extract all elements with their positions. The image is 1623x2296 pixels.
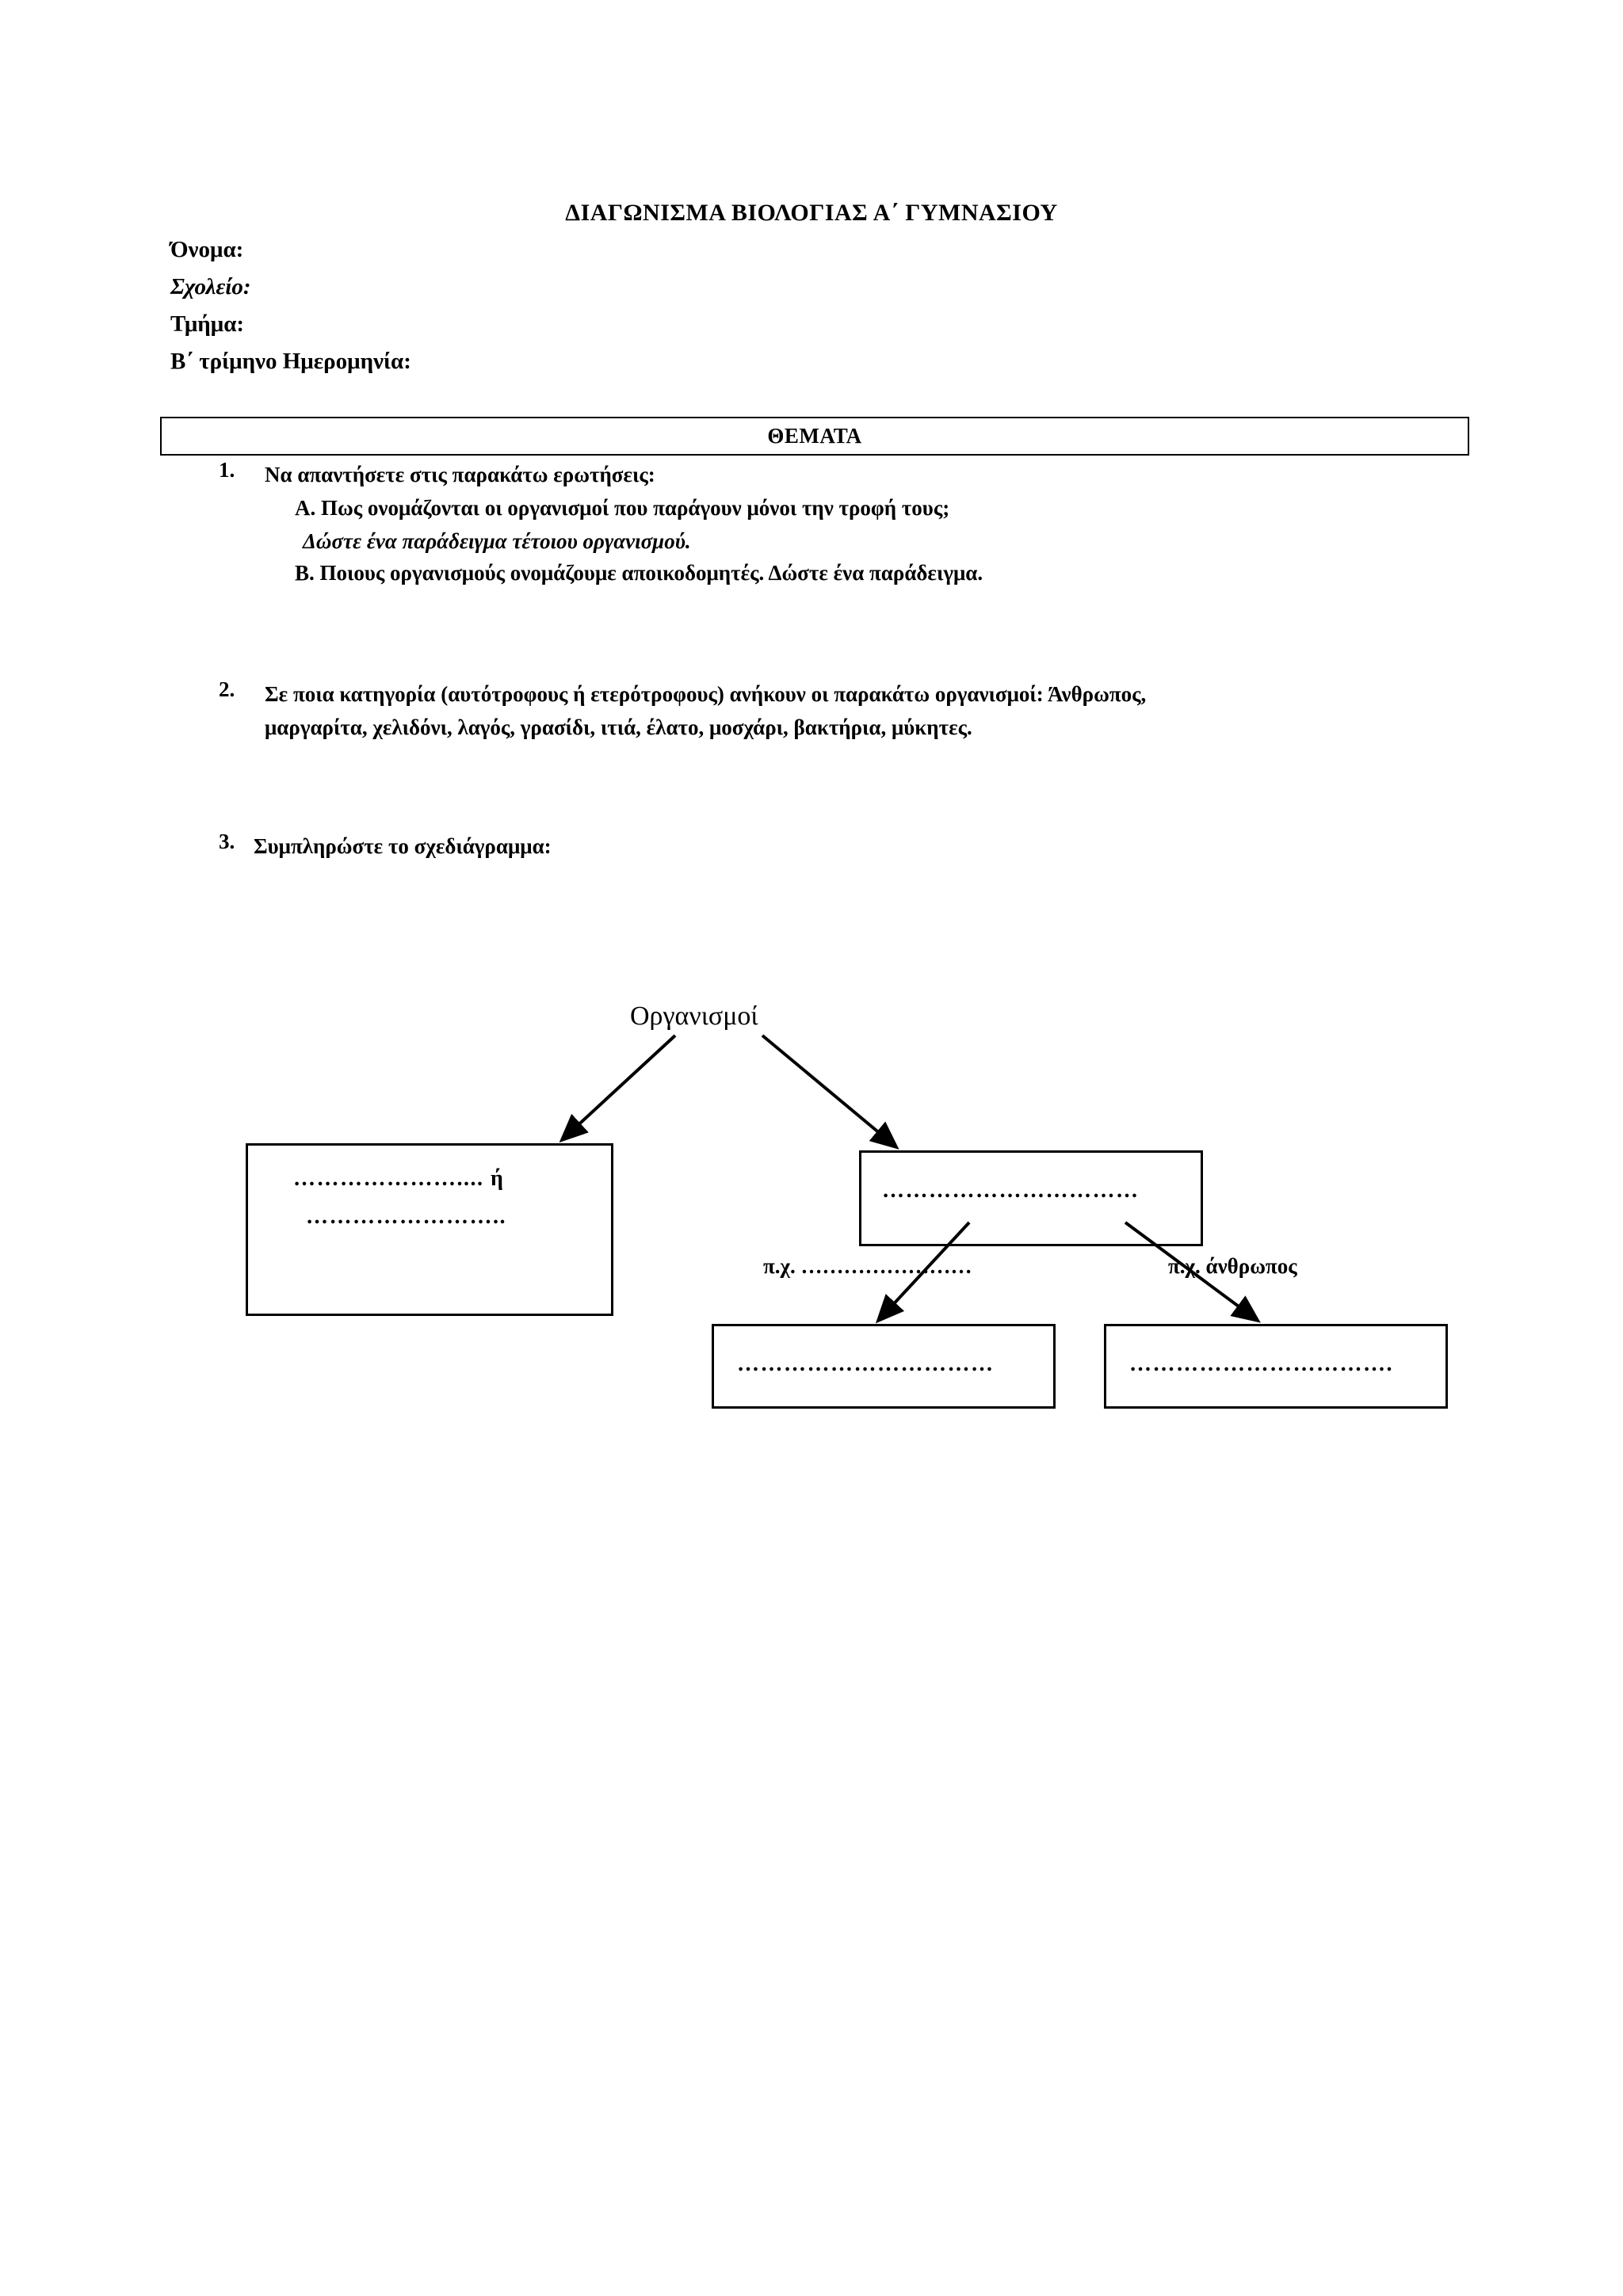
question-3-number: 3. [219, 830, 235, 853]
diagram-box-bottom-left[interactable] [712, 1324, 1056, 1409]
arrow-root-to-left-box [559, 1034, 677, 1143]
student-identity-block: Όνομα: Σχολείο: Τμήμα: Β΄ τρίμηνο Ημερομ… [170, 231, 411, 380]
diagram-box-bottom-left-line-1: …………………………… [737, 1352, 995, 1376]
question-1-part-a: Α. Πως ονομάζονται οι οργανισμοί που παρ… [295, 496, 950, 520]
question-3-stem: Συμπληρώστε το σχεδιάγραμμα: [254, 834, 552, 858]
section-header-themata: ΘΕΜΑΤΑ [160, 417, 1469, 456]
field-label-term-date: Β΄ τρίμηνο Ημερομηνία: [170, 349, 411, 374]
diagram-root-label: Οργανισμοί [630, 1001, 758, 1031]
diagram-box-left-line-1: ………………….... ή [293, 1166, 504, 1192]
diagram-example-left: π.χ. …………………… [763, 1254, 972, 1278]
question-2-text: Σε ποια κατηγορία (αυτότροφους ή ετερότρ… [265, 677, 1469, 744]
field-label-name: Όνομα: [170, 237, 244, 262]
diagram-box-middle-line-1: …………………………… [882, 1178, 1140, 1203]
diagram-box-left[interactable] [246, 1143, 613, 1316]
diagram-box-bottom-right-line-1: ……………………………. [1129, 1352, 1393, 1376]
question-2-number: 2. [219, 677, 235, 701]
diagram-box-left-conjunction: ή [491, 1166, 505, 1191]
field-label-class: Τμήμα: [170, 311, 245, 337]
diagram-box-middle[interactable] [859, 1150, 1203, 1246]
field-label-school: Σχολείο: [170, 274, 251, 299]
diagram-example-right: π.χ. άνθρωπος [1168, 1254, 1297, 1278]
diagram-box-left-line-2: …………………….. [306, 1204, 506, 1229]
dotted-blank: ………………….... [293, 1166, 484, 1191]
question-1-part-a-note: Δώστε ένα παράδειγμα τέτοιου οργανισμού. [303, 529, 691, 553]
question-1-stem: Να απαντήσετε στις παρακάτω ερωτήσεις: [265, 463, 655, 486]
question-2-line-2: μαργαρίτα, χελιδόνι, λαγός, γρασίδι, ιτι… [265, 715, 972, 739]
arrow-root-to-middle-box [761, 1034, 899, 1150]
diagram-box-bottom-right[interactable] [1104, 1324, 1448, 1409]
question-1-part-b: Β. Ποιους οργανισμούς ονομάζουμε αποικοδ… [295, 561, 983, 585]
question-1-number: 1. [219, 458, 235, 482]
question-2-line-1: Σε ποια κατηγορία (αυτότροφους ή ετερότρ… [265, 682, 1147, 706]
page-title: ΔΙΑΓΩΝΙΣΜΑ ΒΙΟΛΟΓΙΑΣ Α΄ ΓΥΜΝΑΣΙΟΥ [565, 200, 1058, 226]
